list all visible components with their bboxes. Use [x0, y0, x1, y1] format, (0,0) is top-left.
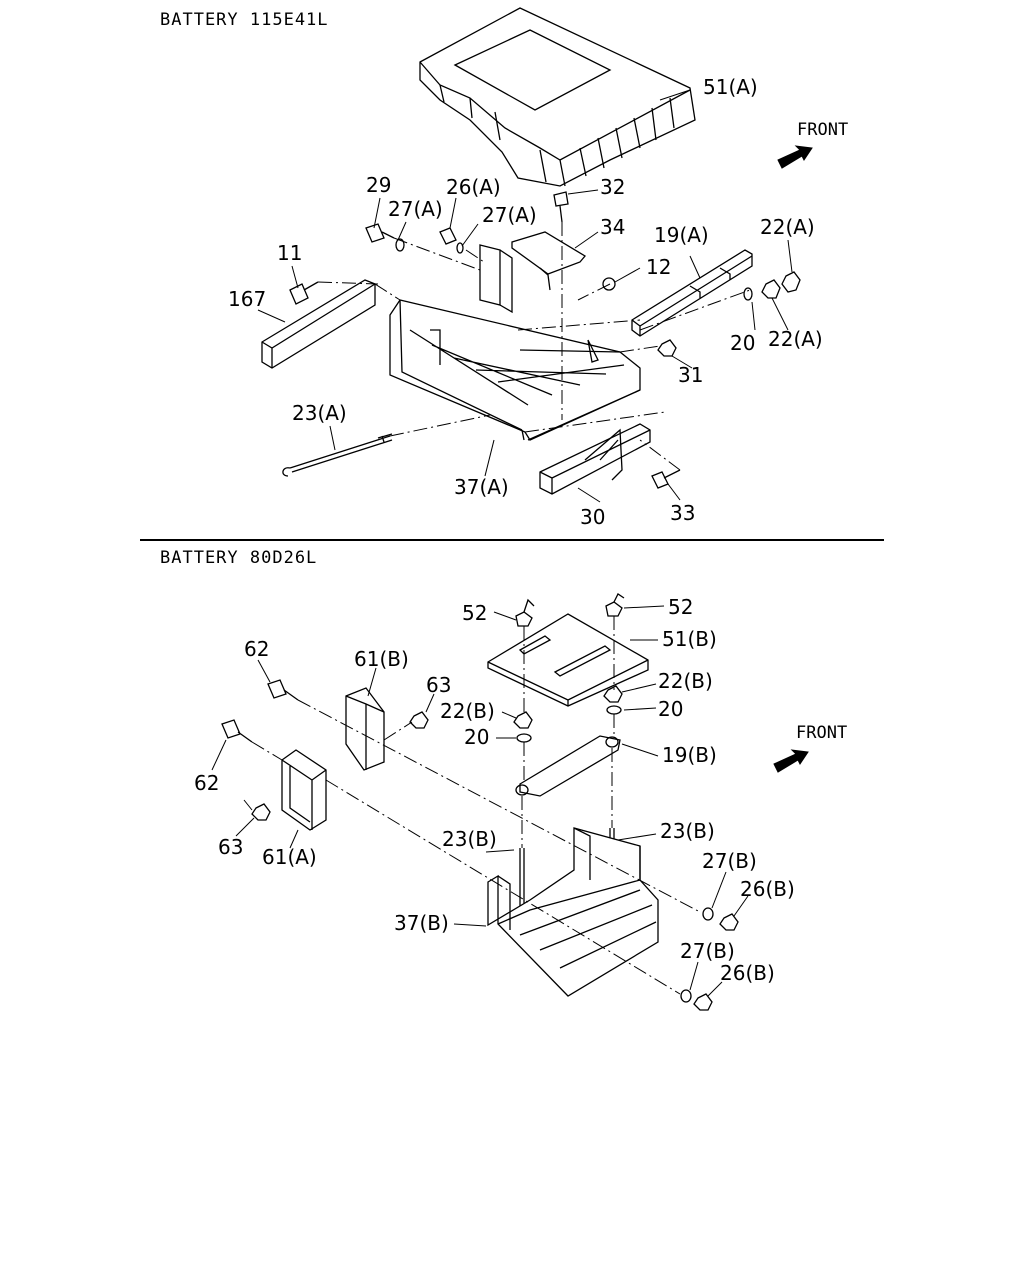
- section-title-115e41l: BATTERY 115E41L: [160, 10, 329, 30]
- part-label: 52: [462, 601, 487, 625]
- part-label: 22(B): [658, 669, 713, 693]
- part-label: 20: [730, 331, 755, 355]
- bolt-11-drawing: [289, 281, 319, 305]
- part-label: 26(B): [740, 877, 795, 901]
- fasteners-left-bottom-drawing: [221, 679, 429, 821]
- bottom-assembly-drawing: FRONT: [194, 593, 847, 1011]
- part-label: 62: [194, 771, 219, 795]
- fasteners-right-bottom-drawing: [680, 907, 739, 1011]
- part-label: 32: [600, 175, 625, 199]
- wing-nuts-drawing: [515, 593, 625, 627]
- battery-cover-drawing: [419, 7, 696, 187]
- cover-plate-51b-drawing: [487, 613, 649, 707]
- part-label: 19(A): [654, 223, 709, 247]
- part-label: 22(B): [440, 699, 495, 723]
- part-label: 20: [464, 725, 489, 749]
- part-label: 37(A): [454, 475, 509, 499]
- part-label: 167: [228, 287, 266, 311]
- part-label: 33: [670, 501, 695, 525]
- part-label: 62: [244, 637, 269, 661]
- part-label: 23(B): [660, 819, 715, 843]
- part-label: 61(A): [262, 845, 317, 869]
- leader-lines-bottom: [211, 605, 749, 997]
- hold-down-plate-drawing: [511, 191, 586, 291]
- fasteners-right-drawing: [743, 271, 801, 301]
- part-label: 27(B): [680, 939, 735, 963]
- part-label: 23(B): [442, 827, 497, 851]
- part-label: 20: [658, 697, 683, 721]
- part-label: 26(A): [446, 175, 501, 199]
- hold-down-bar-19b-drawing: [515, 735, 621, 797]
- top-assembly-drawing: FRONT: [228, 7, 848, 529]
- part-label: 22(A): [768, 327, 823, 351]
- part-label: 52: [668, 595, 693, 619]
- battery-tray-37b-drawing: [487, 827, 659, 997]
- bracket-30-drawing: [539, 423, 651, 495]
- bolt-33-drawing: [651, 469, 681, 489]
- hold-down-bar-drawing: [631, 249, 753, 337]
- hook-bolt-23a-drawing: [282, 433, 393, 477]
- part-label: 51(B): [662, 627, 717, 651]
- section-title-80d26l: BATTERY 80D26L: [160, 548, 318, 568]
- part-label: 34: [600, 215, 625, 239]
- bracket-167-drawing: [261, 279, 376, 369]
- part-label: 63: [218, 835, 243, 859]
- leader-lines-top: [257, 89, 793, 503]
- part-label: 27(A): [482, 203, 537, 227]
- bracket-61a-drawing: [281, 749, 327, 831]
- bracket-61b-drawing: [345, 687, 385, 771]
- part-label: 30: [580, 505, 605, 529]
- assembly-lines-top: [317, 222, 751, 471]
- part-label: 11: [277, 241, 302, 265]
- nut-31-drawing: [657, 339, 677, 357]
- front-label-bottom: FRONT: [796, 723, 847, 743]
- front-arrow-top: [777, 145, 813, 169]
- part-label: 63: [426, 673, 451, 697]
- part-label: 27(B): [702, 849, 757, 873]
- part-label: 19(B): [662, 743, 717, 767]
- front-arrow-bottom: [773, 749, 809, 773]
- part-label: 31: [678, 363, 703, 387]
- part-label: 61(B): [354, 647, 409, 671]
- section-divider: [140, 539, 884, 541]
- part-label: 23(A): [292, 401, 347, 425]
- part-label: 51(A): [703, 75, 758, 99]
- part-label: 12: [646, 255, 671, 279]
- part-label: 26(B): [720, 961, 775, 985]
- part-label: 27(A): [388, 197, 443, 221]
- part-label: 37(B): [394, 911, 449, 935]
- fasteners-upper-left-drawing: [365, 223, 464, 254]
- assembly-lines-bottom: [243, 616, 701, 995]
- battery-tray-drawing: [389, 244, 641, 441]
- front-label-top: FRONT: [797, 120, 848, 140]
- part-label: 29: [366, 173, 391, 197]
- part-label: 22(A): [760, 215, 815, 239]
